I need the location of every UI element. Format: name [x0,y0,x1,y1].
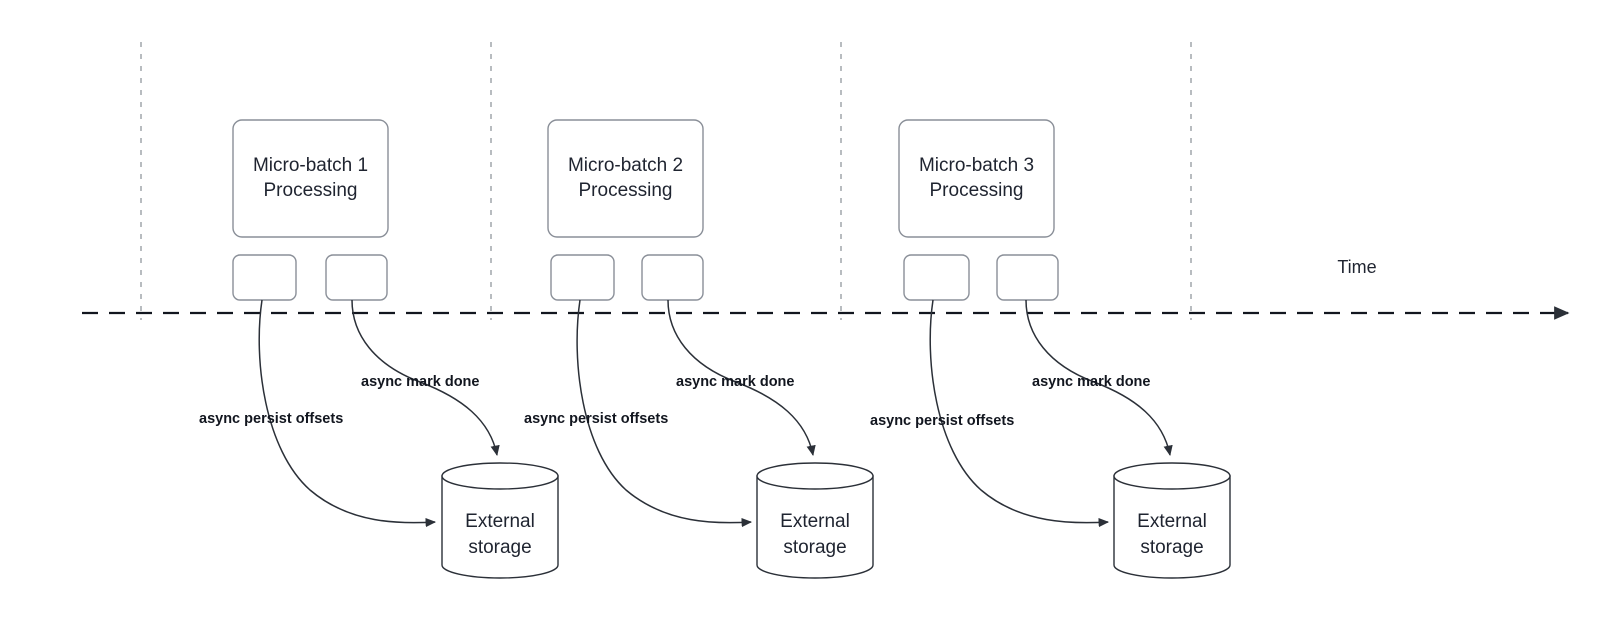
external-storage-label-line2: storage [783,537,846,558]
task-slot-a[interactable] [903,254,970,301]
micro-batch-box-subtitle: Processing [930,180,1024,201]
micro-batch-box[interactable] [547,119,704,238]
time-axis-layer: Time [82,257,1570,320]
micro-batch-box-title: Micro-batch 1 [253,155,368,176]
async-persist-offsets-edge-label: async persist offsets [524,411,668,427]
task-slot-b[interactable] [641,254,704,301]
batch-group-1: Micro-batch 1 Processing async persist off… [199,119,559,579]
task-slot-b[interactable] [996,254,1059,301]
external-storage-cylinder-body [756,475,874,579]
batch-group-3: Micro-batch 3 Processing async persist off… [870,119,1231,579]
external-storage-cylinder-top [756,462,874,490]
async-mark-done-edge [667,299,816,457]
async-mark-done-edge [351,299,500,457]
async-persist-offsets-edge-label: async persist offsets [199,411,343,427]
external-storage-label-line1: External [465,511,535,532]
micro-batch-box-title: Micro-batch 2 [568,155,683,176]
external-storage-cylinder-top [441,462,559,490]
micro-batch-box[interactable] [232,119,389,238]
micro-batch-box-title: Micro-batch 3 [919,155,1034,176]
async-persist-offsets-edge [576,299,753,528]
time-axis-label: Time [1337,257,1376,277]
micro-batch-box-subtitle: Processing [264,180,358,201]
task-slot-b[interactable] [325,254,388,301]
async-persist-offsets-edge-label: async persist offsets [870,413,1014,429]
external-storage-label-line1: External [1137,511,1207,532]
micro-batch-box-subtitle: Processing [579,180,673,201]
task-slot-a[interactable] [550,254,615,301]
batch-group-2: Micro-batch 2 Processing async persist off… [524,119,874,579]
external-storage-label-line2: storage [468,537,531,558]
external-storage-cylinder-body [441,475,559,579]
external-storage-label-line1: External [780,511,850,532]
async-persist-offsets-edge [929,299,1110,528]
async-mark-done-edge-label: async mark done [361,374,479,390]
external-storage-label-line2: storage [1140,537,1203,558]
async-persist-offsets-edge [258,299,437,528]
external-storage-cylinder-body [1113,475,1231,579]
micro-batch-box[interactable] [898,119,1055,238]
async-mark-done-edge-label: async mark done [1032,374,1150,390]
async-mark-done-edge-label: async mark done [676,374,794,390]
batch-layer: Micro-batch 1 Processing async persist off… [199,119,1231,579]
external-storage-cylinder-top [1113,462,1231,490]
async-mark-done-edge [1025,299,1173,457]
task-slot-a[interactable] [232,254,297,301]
timeline-tick-layer [140,42,1192,320]
